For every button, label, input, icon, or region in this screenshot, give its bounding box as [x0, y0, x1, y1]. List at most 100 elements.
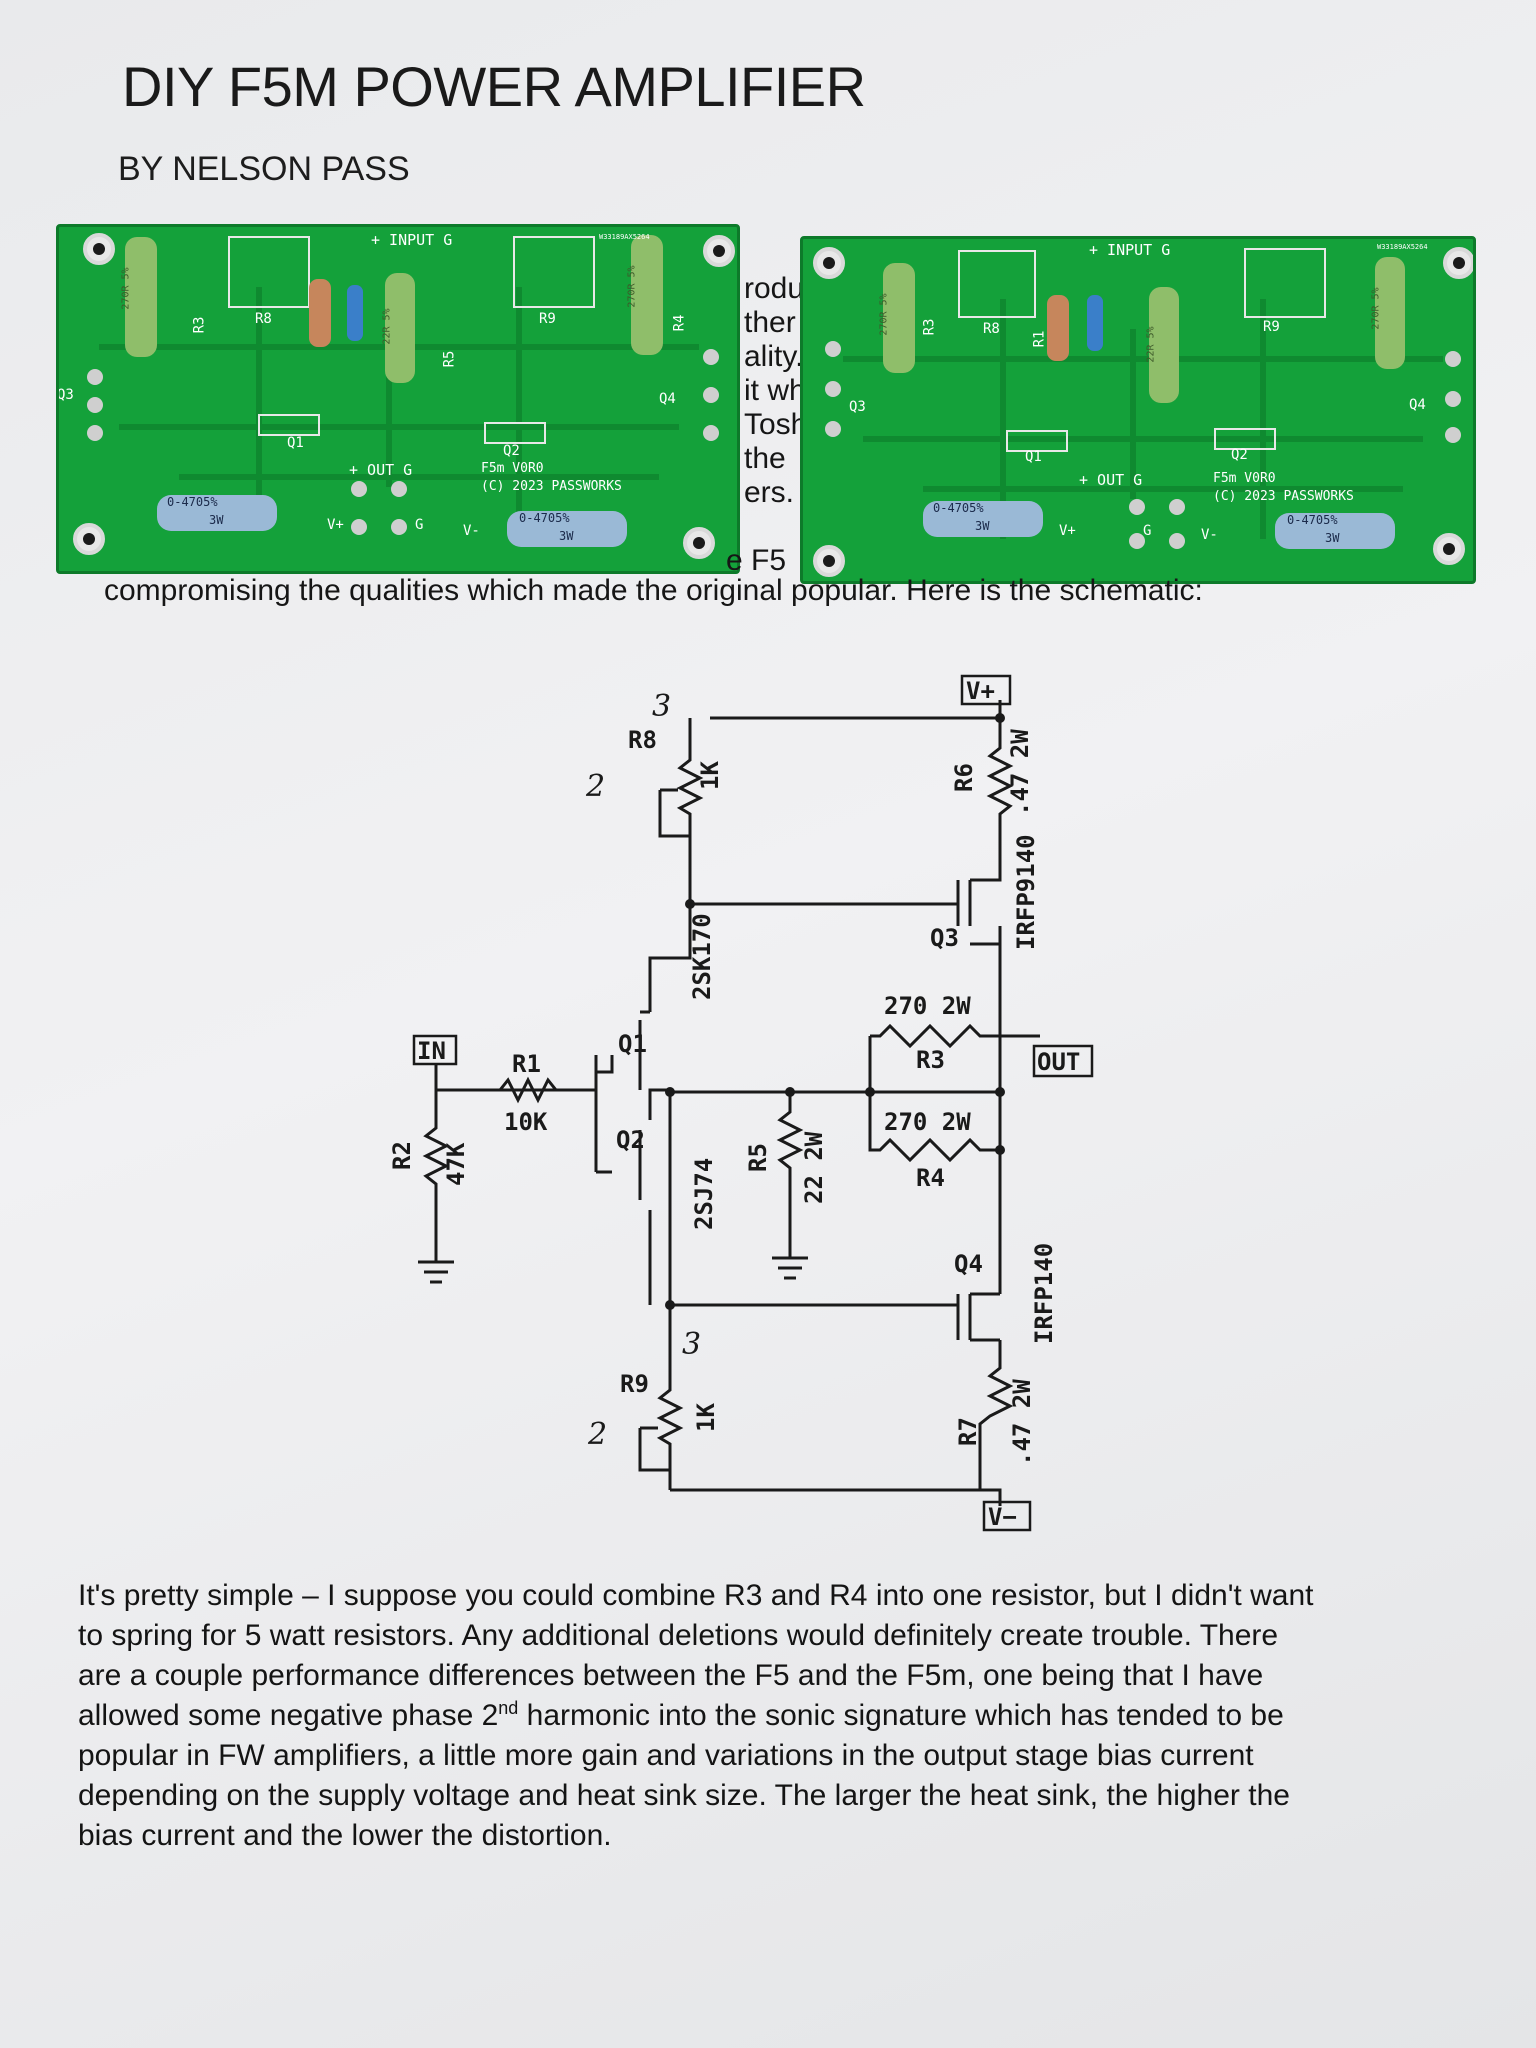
- pcb-right-q3: Q3: [849, 399, 866, 415]
- pcb-right-res-047-a: 0-4705%: [933, 501, 984, 515]
- out-box: [1032, 1044, 1094, 1078]
- r6-label: R6: [950, 763, 978, 792]
- pcb-left-g: G: [415, 517, 424, 533]
- schematic-junctions: [665, 713, 1005, 1310]
- paragraph-line: to spring for 5 watt resistors. Any addi…: [78, 1619, 1279, 1652]
- schematic-caption: compromising the qualities which made th…: [104, 574, 1203, 607]
- r2-value: 47K: [442, 1142, 470, 1186]
- q4-part: IRFP140: [1030, 1243, 1058, 1344]
- pcb-left-r4: R4: [671, 314, 688, 332]
- pcb-right-serial: W33189AX5264: [1377, 243, 1428, 251]
- handwritten-annotation: 3: [682, 1327, 701, 1362]
- schematic-wires: [418, 700, 1040, 1506]
- body-paragraph: It's pretty simple – I suppose you could…: [78, 1576, 1498, 1856]
- r6-value: .47 2W: [1006, 729, 1034, 816]
- r7-label: R7: [954, 1417, 982, 1446]
- pcb-left-res-270-a: 270R 5%: [120, 267, 132, 310]
- intro-fragment: ers.: [744, 476, 795, 509]
- pcb-right-r3: R3: [921, 318, 938, 336]
- paragraph-line-part: allowed some negative phase 2: [78, 1699, 499, 1732]
- vminus-box: [982, 1500, 1032, 1532]
- intro-fragment: it wh: [744, 374, 806, 407]
- pcb-left-vminus: V-: [463, 523, 480, 539]
- intro-fragment: e F5: [726, 544, 787, 577]
- schematic-diagram: V+ V− IN OUT R1 10K R2 47K 270 2W R3 270…: [388, 674, 1094, 1532]
- pcb-left-vplus: V+: [327, 517, 344, 533]
- r5-value: 22 2W: [800, 1131, 828, 1204]
- pcb-left-output-label: + OUT G: [349, 461, 413, 479]
- r9-value: 1K: [692, 1403, 720, 1432]
- pcb-photo-left: + INPUT G W33189AX5264 R3 R8 R9 R4 R5 Q1…: [56, 224, 740, 574]
- r8-label: R8: [628, 726, 657, 754]
- paragraph-line: bias current and the lower the distortio…: [78, 1819, 612, 1852]
- intro-fragment: the: [744, 442, 786, 475]
- pcb-left-res-270-b: 270R 5%: [626, 265, 638, 308]
- pcb-left-q2: Q2: [503, 443, 520, 459]
- handwritten-annotation: 2: [587, 1417, 607, 1452]
- pcb-right-q2: Q2: [1231, 447, 1248, 463]
- paragraph-line: are a couple performance differences bet…: [78, 1659, 1264, 1692]
- paragraph-line-part: harmonic into the sonic signature which …: [518, 1699, 1284, 1732]
- pcb-right-input-label: + INPUT G: [1089, 241, 1171, 259]
- pcb-left-artwork: [73, 233, 735, 559]
- handwritten-annotation: 2: [585, 769, 605, 804]
- out-label: OUT: [1037, 1048, 1080, 1076]
- pcb-left-res-3w-b: 3W: [559, 529, 574, 543]
- pcb-left-res-047-a: 0-4705%: [167, 495, 218, 509]
- pcb-left-q3: Q3: [57, 387, 74, 403]
- pcb-right-r1: R1: [1031, 330, 1048, 348]
- pcb-left-res-3w-a: 3W: [209, 513, 224, 527]
- paragraph-line: It's pretty simple – I suppose you could…: [78, 1579, 1314, 1612]
- pcb-left-version: F5m V0R0: [481, 461, 544, 476]
- pcb-right-res-22: 22R 5%: [1145, 326, 1157, 363]
- intro-fragment: Tosh: [744, 408, 808, 441]
- in-label: IN: [417, 1037, 446, 1065]
- pcb-right-res-270-a: 270R 5%: [878, 293, 890, 336]
- pcb-right-q4: Q4: [1409, 397, 1426, 413]
- pcb-left-serial: W33189AX5264: [599, 233, 650, 241]
- q1-label: Q1: [618, 1030, 647, 1058]
- pcb-right-res-3w-a: 3W: [975, 519, 990, 533]
- q3-part: IRFP9140: [1012, 834, 1040, 950]
- pcb-left-q1: Q1: [287, 435, 304, 451]
- pcb-right-copyright: (C) 2023 PASSWORKS: [1213, 489, 1354, 504]
- pcb-right-version: F5m V0R0: [1213, 471, 1276, 486]
- pcb-right-output-label: + OUT G: [1079, 471, 1143, 489]
- pcb-right-vminus: V-: [1201, 527, 1218, 543]
- pcb-left-q4: Q4: [659, 391, 676, 407]
- pcb-right-res-3w-b: 3W: [1325, 531, 1340, 545]
- paragraph-line: popular in FW amplifiers, a little more …: [78, 1739, 1254, 1772]
- pcb-right-r9: R9: [1263, 319, 1280, 335]
- document-title: DIY F5M POWER AMPLIFIER: [122, 55, 866, 118]
- pcb-left-r8: R8: [255, 311, 272, 327]
- pcb-right-g: G: [1143, 523, 1152, 539]
- vplus-label: V+: [966, 677, 995, 705]
- pcb-right-r8: R8: [983, 321, 1000, 337]
- ordinal-suffix: nd: [498, 1698, 519, 1718]
- q3-label: Q3: [930, 924, 959, 952]
- r9-label: R9: [620, 1370, 649, 1398]
- pcb-left-res-22: 22R 5%: [381, 308, 393, 345]
- intro-fragment: ther: [744, 306, 796, 339]
- handwritten-annotation: 3: [652, 689, 671, 724]
- pcb-left-r5: R5: [441, 350, 458, 368]
- r1-value: 10K: [504, 1108, 548, 1136]
- pcb-photo-right: + INPUT G W33189AX5264 R3 R8 R1 R9 Q1 Q2…: [800, 236, 1476, 584]
- q2-part: 2SJ74: [690, 1158, 718, 1230]
- r3-label: R3: [916, 1046, 945, 1074]
- pcb-right-q1: Q1: [1025, 449, 1042, 465]
- paragraph-line: depending on the supply voltage and heat…: [78, 1779, 1290, 1812]
- pcb-left-copyright: (C) 2023 PASSWORKS: [481, 479, 622, 494]
- pcb-right-res-047-b: 0-4705%: [1287, 513, 1338, 527]
- q1-part: 2SK170: [688, 913, 716, 1000]
- intro-fragment: rodu: [744, 272, 805, 305]
- r8-value: 1K: [696, 761, 724, 790]
- pcb-right-vplus: V+: [1059, 523, 1076, 539]
- pcb-left-r3: R3: [191, 316, 208, 334]
- intro-fragment: ality.: [744, 340, 804, 373]
- pcb-right-res-270-b: 270R 5%: [1370, 287, 1382, 330]
- r7-value: .47 2W: [1008, 1379, 1036, 1466]
- pcb-left-res-047-b: 0-4705%: [519, 511, 570, 525]
- in-box: [412, 1034, 458, 1066]
- r4-value: 270 2W: [884, 1108, 971, 1136]
